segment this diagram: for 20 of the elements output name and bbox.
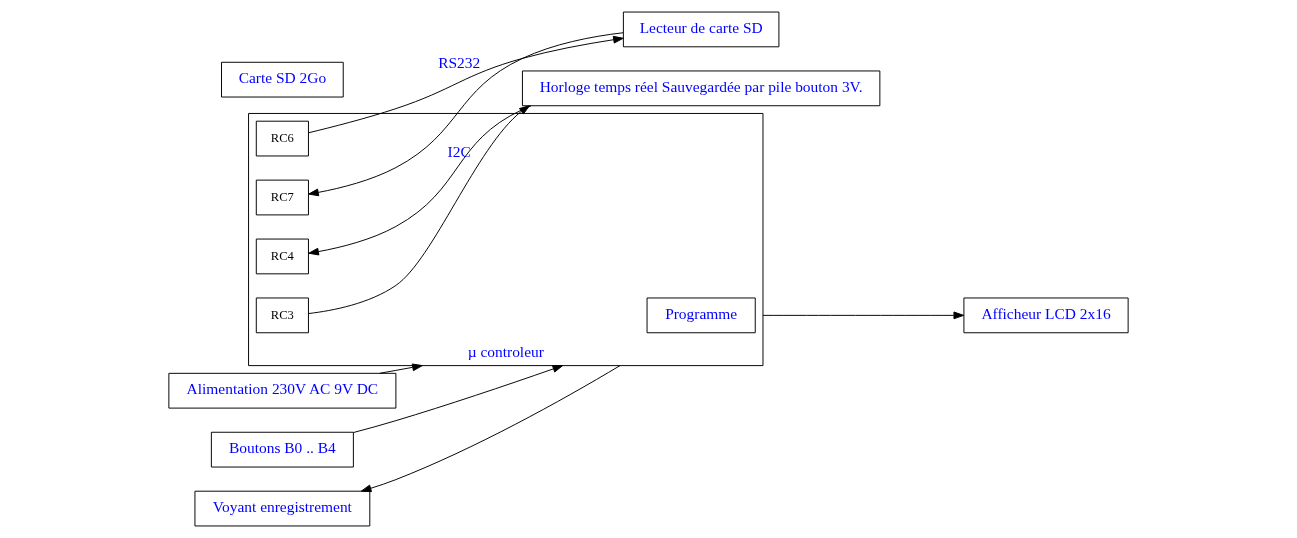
node-box: Horloge temps réel Sauvegardée par pile bouton 3V. — [521, 70, 881, 107]
node-box: Programme — [646, 297, 756, 334]
arrow — [308, 35, 624, 134]
node-box: RC3 — [255, 297, 309, 334]
node-box: RC4 — [255, 238, 309, 275]
arrow — [379, 363, 423, 374]
arrow — [353, 365, 564, 433]
node-box: RC6 — [255, 120, 309, 157]
node-box: Boutons B0 .. B4 — [210, 431, 354, 468]
arrow — [762, 311, 965, 320]
arrow — [360, 365, 621, 493]
node-box: Lecteur de carte SD — [622, 11, 780, 48]
node-box: Voyant enregistrement — [194, 490, 371, 527]
arrow — [308, 32, 624, 197]
node-box: RC7 — [255, 179, 309, 216]
edge-label: RS232 — [438, 53, 481, 71]
node-box: Carte SD 2Go — [221, 61, 344, 98]
node-box: Alimentation 230V AC 9V DC — [168, 372, 397, 409]
node-box: Afficheur LCD 2x16 — [963, 297, 1129, 334]
edge-label: I2C — [447, 142, 471, 160]
